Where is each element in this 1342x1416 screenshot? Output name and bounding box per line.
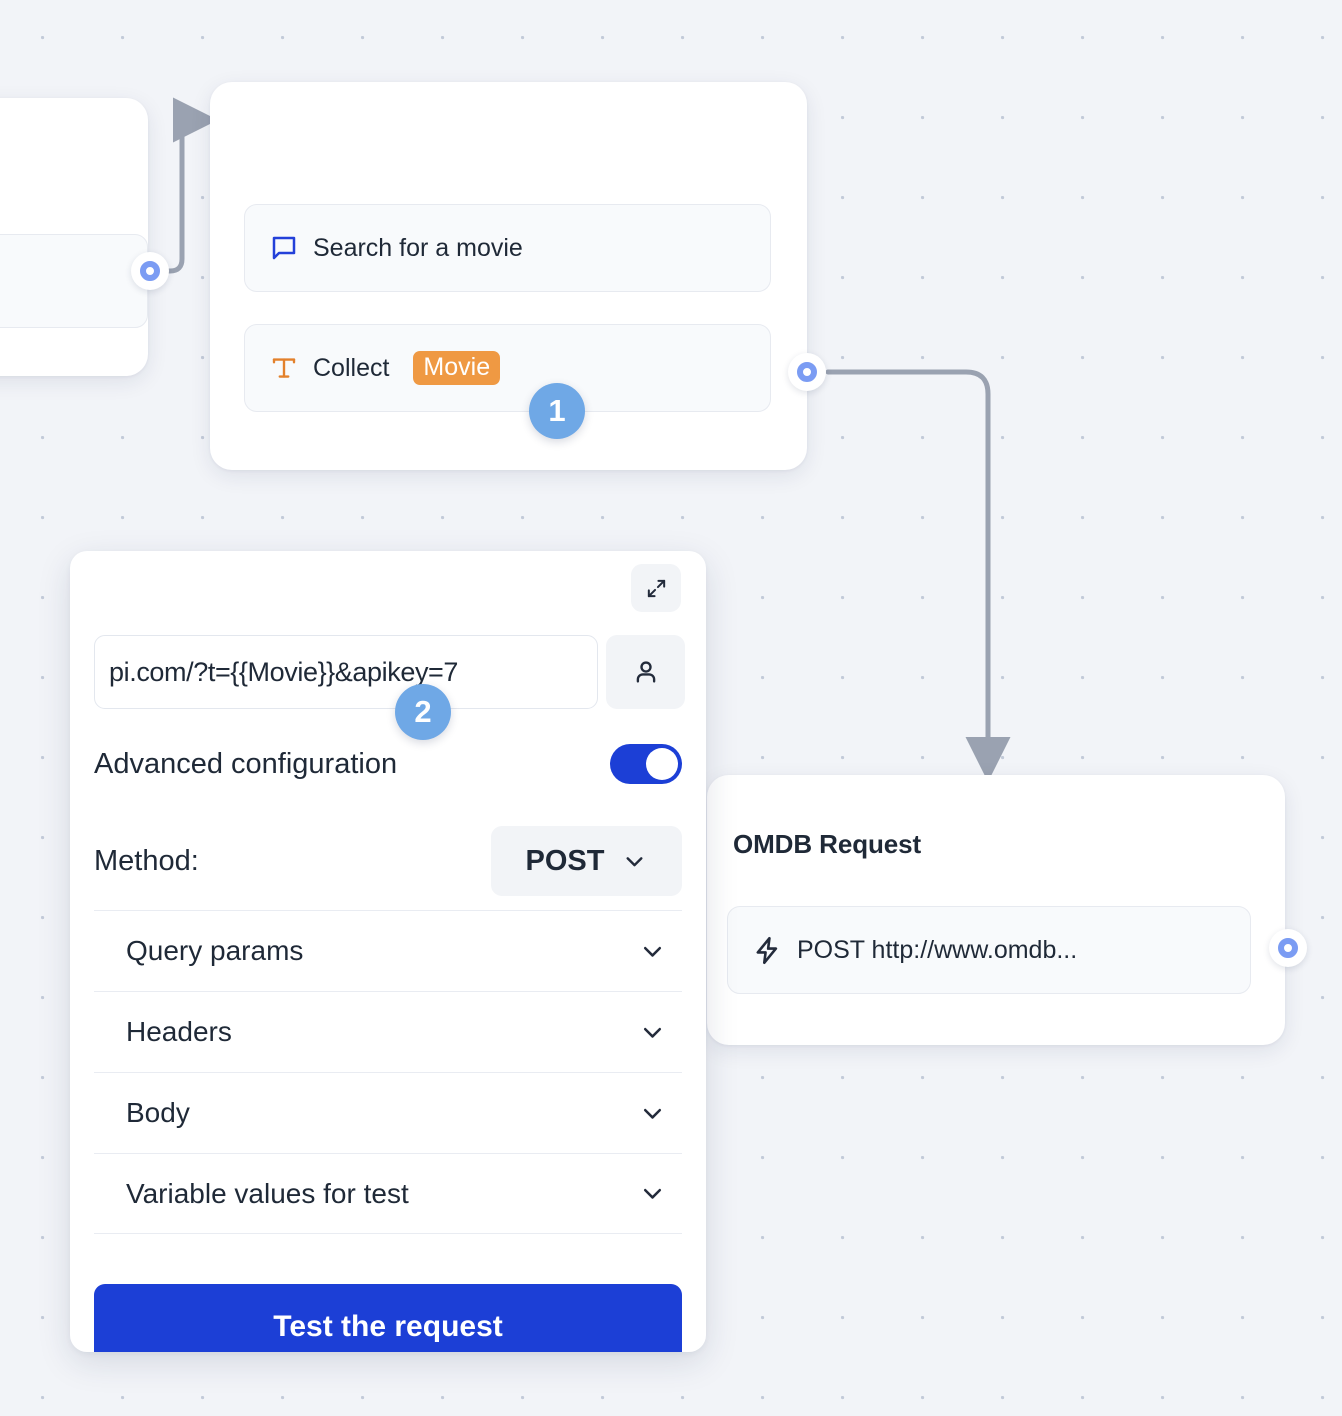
expand-panel-button[interactable] [631,564,681,612]
text-field-icon [269,353,299,383]
test-the-request-button[interactable]: Test the request [94,1284,682,1352]
node-row-label: Search for a movie [313,233,523,262]
chevron-down-icon[interactable] [639,1019,674,1046]
accordion-label: Headers [126,1016,232,1047]
expand-diagonal-icon [645,577,668,600]
node-omdb-request[interactable]: OMDB Request POST http://www.omdb... [707,775,1285,1045]
request-url-row[interactable] [94,635,685,709]
advanced-configuration-row[interactable]: Advanced configuration [94,744,682,784]
accordion-label: Query params [126,935,304,966]
node-omdb-request-title: OMDB Request [733,829,922,859]
method-selected-value: POST [525,844,605,877]
advanced-configuration-toggle[interactable] [610,744,682,784]
chevron-down-icon[interactable] [639,938,674,965]
request-sections-accordion: Query params Headers [94,910,682,1234]
chevron-down-icon[interactable] [639,1100,674,1127]
request-configuration-panel[interactable]: Advanced configuration Method: POST [70,551,706,1352]
accordion-item-body[interactable]: Body [94,1072,682,1153]
node-row-collect-movie[interactable]: Collect Movie [244,324,771,412]
variable-chip-movie[interactable]: Movie [413,350,501,386]
accordion-item-variable-values-for-test[interactable]: Variable values for test [94,1153,682,1234]
node-row-post-request[interactable]: POST http://www.omdb... [727,906,1251,994]
step-badge-2: 2 [395,684,451,740]
node-row-search-for-a-movie[interactable]: Search for a movie [244,204,771,292]
accordion-item-query-params[interactable]: Query params [94,910,682,991]
port-prev-output[interactable] [131,252,169,290]
node-row-label: POST http://www.omdb... [797,935,1078,964]
toggle-knob [646,748,678,780]
method-select[interactable]: POST [491,826,682,896]
method-row: Method: POST [94,826,682,896]
request-url-input[interactable] [94,635,598,709]
accordion-item-headers[interactable]: Headers [94,991,682,1072]
previous-step-row[interactable] [0,234,148,328]
advanced-configuration-label: Advanced configuration [94,747,398,780]
accordion-label: Body [126,1097,190,1128]
lightning-bolt-icon [752,935,783,966]
previous-step-card[interactable] [0,98,148,376]
step-badge-1: 1 [529,383,585,439]
port-movie-search-output[interactable] [788,353,826,391]
person-icon [631,657,661,687]
edge-prev-to-movie [161,97,218,274]
chevron-down-icon [622,849,647,874]
request-auth-user-button[interactable] [606,635,685,709]
chevron-down-icon[interactable] [639,1180,674,1207]
accordion-label: Variable values for test [126,1177,409,1209]
method-label: Method: [94,844,199,877]
node-movie-search[interactable]: Movie search Search for a movie Collect [210,82,807,470]
edge-movie-to-omdb [825,369,1011,782]
node-row-label: Collect [313,353,390,382]
speech-bubble-icon [269,233,299,263]
port-omdb-request-output[interactable] [1269,929,1307,967]
